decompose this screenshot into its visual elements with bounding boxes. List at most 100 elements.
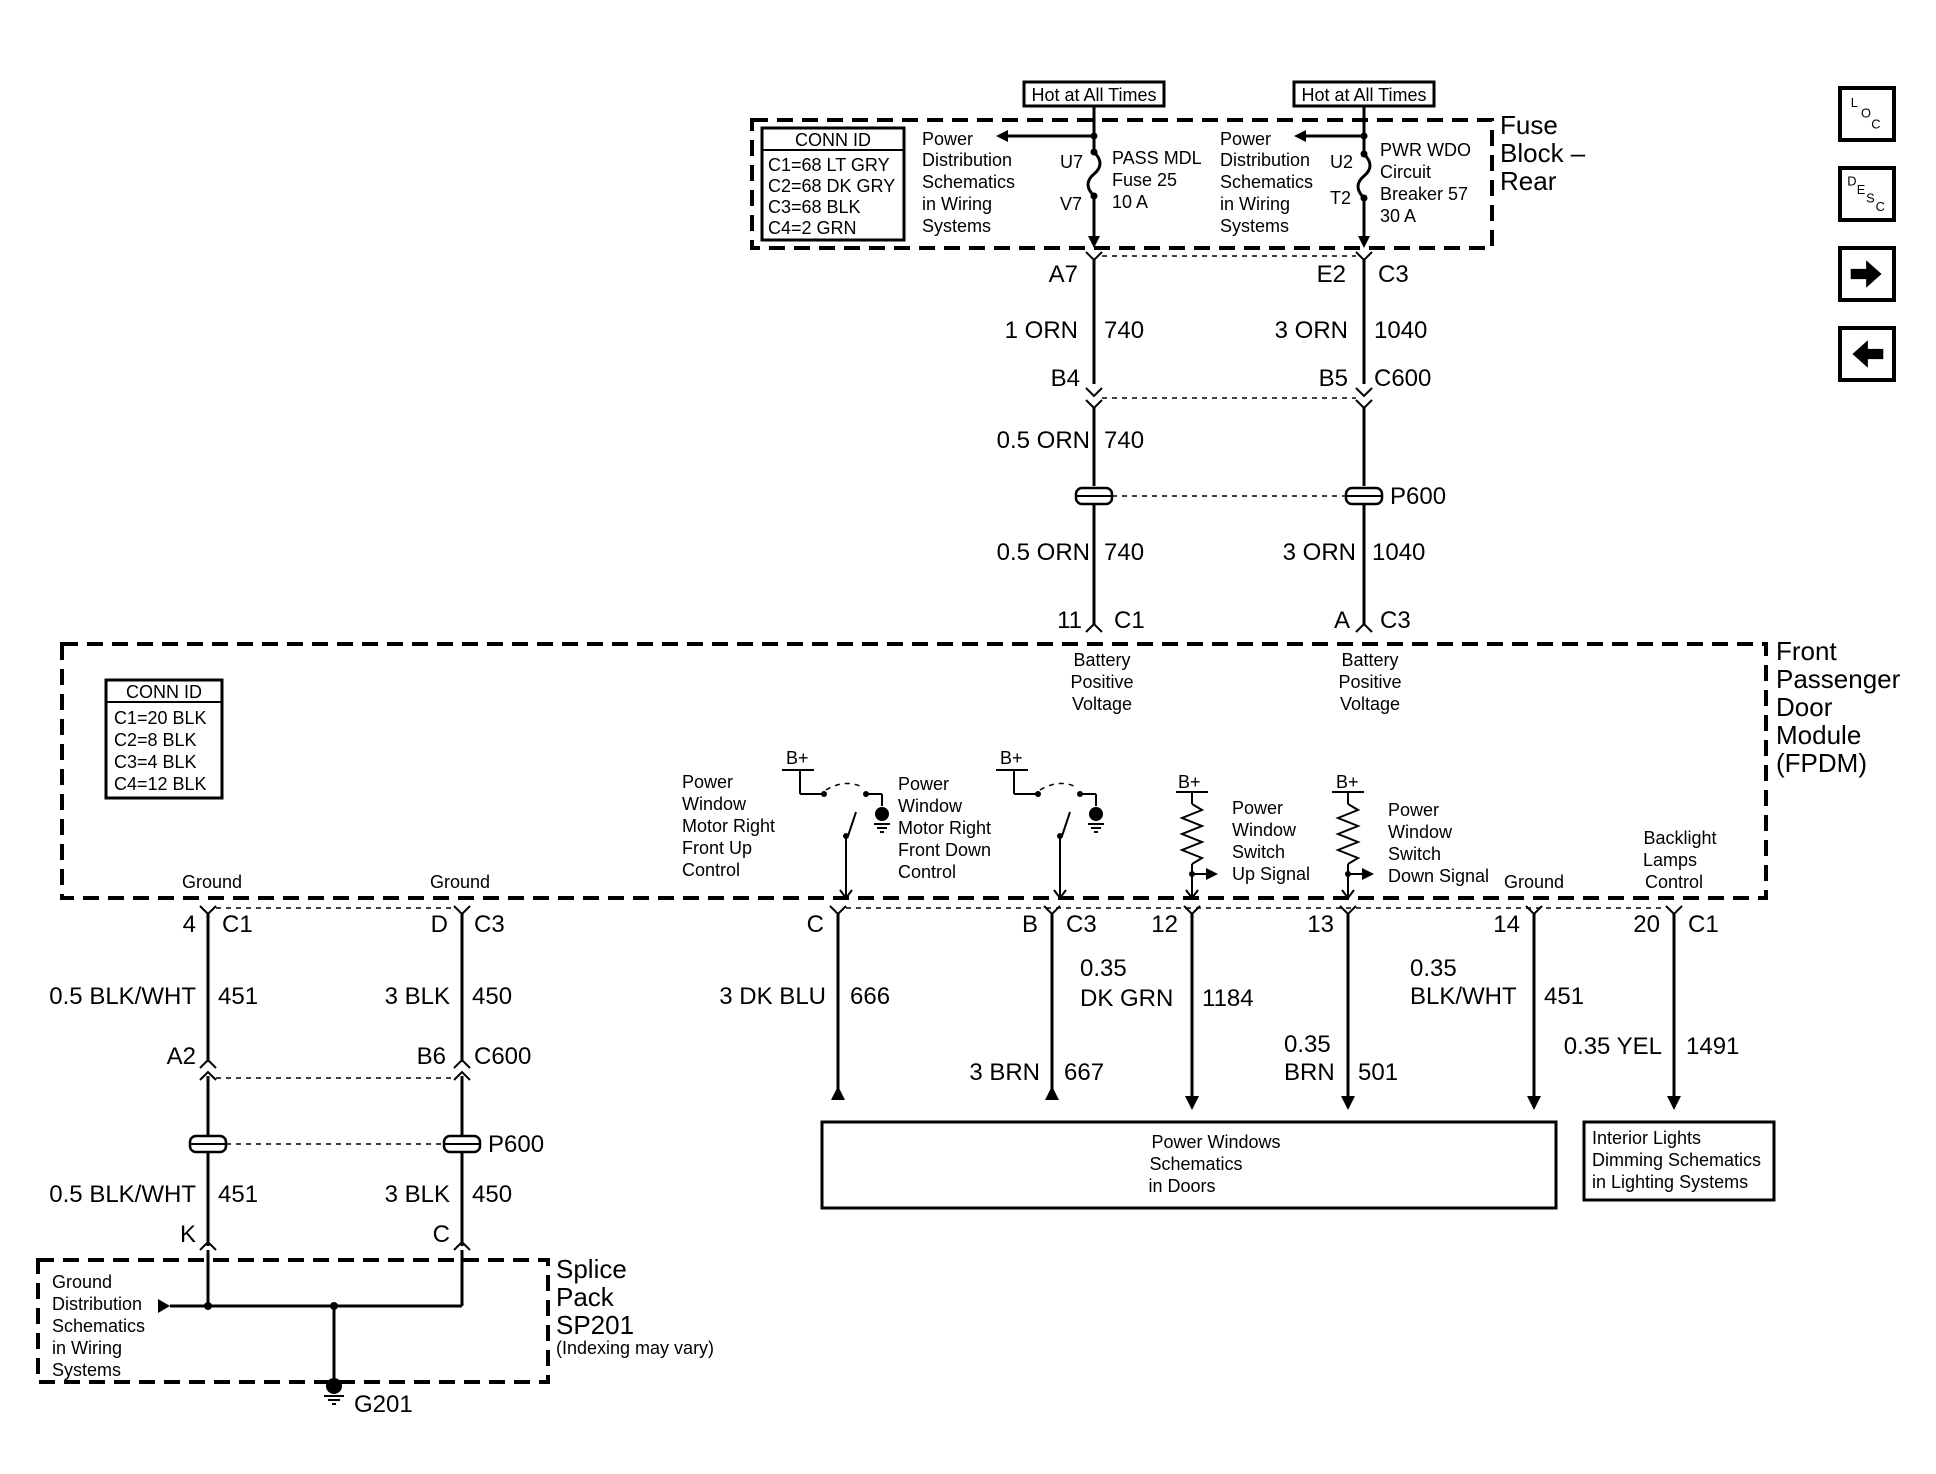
power-dist-right: in Wiring [1220,194,1290,214]
connector-c3: C3 [1380,607,1411,634]
wire-501-size: 0.35 [1284,1031,1331,1058]
wire-451-number: 451 [218,1181,258,1208]
fuse-conn-id-table: CONN ID C1=68 LT GRY C2=68 DK GRY C3=68 … [760,126,906,242]
fuse-conn-id-row: C4=2 GRN [768,218,857,238]
fuse-conn-id-header: CONN ID [795,130,871,150]
fpdm-title: Door [1776,692,1833,722]
motor-up-label: Window [682,794,747,814]
pin-14: 14 [1493,911,1520,938]
wire-1040-size: 3 ORN [1283,539,1356,566]
fpdm-title: Module [1776,720,1861,750]
breaker-desc: Circuit [1380,162,1431,182]
loc-button[interactable]: L O C [1838,86,1896,142]
fuse-block-title-3: Rear [1500,166,1557,196]
down-signal-label: Switch [1388,844,1441,864]
desc-button[interactable]: D E S C [1838,166,1896,222]
splice-pack-note: (Indexing may vary) [556,1338,714,1358]
pin-b6: B6 [417,1043,446,1070]
wire-740-number: 740 [1104,427,1144,454]
power-dist-left: in Wiring [922,194,992,214]
fpdm-title: Passenger [1776,664,1901,694]
desc-letter-e: E [1857,182,1866,197]
wire-501-number: 501 [1358,1059,1398,1086]
interior-lights-box-label: Interior Lights [1592,1128,1701,1148]
motor-down-control-switch: B+ [996,748,1104,900]
power-windows-box-label: in Doors [1148,1176,1215,1196]
wire-667-number: 667 [1064,1059,1104,1086]
wire-450-number: 450 [472,983,512,1010]
fuse-desc: Fuse 25 [1112,170,1177,190]
breaker-desc: 30 A [1380,206,1416,226]
splice-pack-title: Pack [556,1282,615,1312]
bottom-wiring: 4 C1 D C3 C B C3 12 13 14 20 C1 0.5 BLK/… [49,905,1776,1251]
wire-451-size: 0.5 BLK/WHT [49,1181,196,1208]
prev-page-button[interactable] [1838,326,1896,382]
motor-up-label: Power [682,772,733,792]
wire-1040-number: 1040 [1372,539,1425,566]
circuit-breaker-57: U2 T2 PWR WDO Circuit Breaker 57 30 A [1294,106,1471,248]
down-signal-label: Power [1388,800,1439,820]
fuse-block: Fuse Block – Rear CONN ID C1=68 LT GRY C… [750,80,1586,250]
pin-e2: E2 [1317,261,1346,288]
wire-1040-number: 1040 [1374,317,1427,344]
interior-lights-box-label: in Lighting Systems [1592,1172,1748,1192]
motor-down-label: Window [898,796,963,816]
hot-at-all-times-left: Hot at All Times [1031,85,1156,105]
wire-450-number: 450 [472,1181,512,1208]
pin-20: 20 [1633,911,1660,938]
power-dist-right: Distribution [1220,150,1310,170]
loc-letter-o: O [1861,105,1871,120]
wire-740-size: 0.5 ORN [997,427,1090,454]
down-signal-label: Down Signal [1388,866,1489,886]
fpdm-module: Front Passenger Door Module (FPDM) CONN … [60,636,1901,900]
wire-1184-size: 0.35 [1080,955,1127,982]
up-signal-label: Window [1232,820,1297,840]
fuse-conn-id-row: C2=68 DK GRY [768,176,895,196]
fuse-in-pin: U7 [1060,152,1083,172]
pin-13: 13 [1307,911,1334,938]
power-dist-left: Schematics [922,172,1015,192]
interior-lights-box-label: Dimming Schematics [1592,1150,1761,1170]
wire-451-size-right: BLK/WHT [1410,983,1517,1010]
down-signal-label: Window [1388,822,1453,842]
power-dist-right: Systems [1220,216,1289,236]
breaker-out-pin: T2 [1330,188,1351,208]
connector-c600-top: C600 [1374,365,1431,392]
breaker-desc: Breaker 57 [1380,184,1468,204]
wire-451-size: 0.5 BLK/WHT [49,983,196,1010]
power-dist-right: Power [1220,129,1271,149]
splice-p600-bottom-label: P600 [488,1131,544,1158]
wire-666-number: 666 [850,983,890,1010]
battery-positive-left: Positive [1070,672,1133,692]
fuse-conn-id-row: C1=68 LT GRY [768,155,890,175]
wire-1040-size: 3 ORN [1275,317,1348,344]
fuse-desc: PASS MDL [1112,148,1202,168]
connector-c3-left: C3 [474,911,505,938]
next-page-button[interactable] [1838,246,1896,302]
connector-c3-mid: C3 [1066,911,1097,938]
motor-up-label: Motor Right [682,816,775,836]
pin-b5: B5 [1319,365,1348,392]
connector-c1-left: C1 [222,911,253,938]
splice-pack-sp201: Splice Pack SP201 (Indexing may vary) G2… [36,1250,714,1418]
backlight-label: Lamps [1643,850,1697,870]
pin-c-splice: C [433,1221,450,1248]
pin-b4: B4 [1051,365,1080,392]
desc-letter-c: C [1876,199,1885,214]
power-dist-left: Power [922,129,973,149]
b-plus-label: B+ [786,748,809,768]
battery-positive-left: Battery [1073,650,1130,670]
wire-1184-number: 1184 [1202,985,1254,1012]
motor-up-label: Front Up [682,838,752,858]
ground-distribution-label: Ground [52,1272,112,1292]
wire-450-size: 3 BLK [385,983,450,1010]
fpdm-conn-id-row: C4=12 BLK [114,774,207,794]
wire-740-size: 1 ORN [1005,317,1078,344]
fuse-desc: 10 A [1112,192,1148,212]
connector-c600-bottom: C600 [474,1043,531,1070]
b-plus-label: B+ [1336,772,1359,792]
up-signal-label: Up Signal [1232,864,1310,884]
power-windows-box-label: Schematics [1149,1154,1242,1174]
pin-12: 12 [1151,911,1178,938]
wire-740-number: 740 [1104,539,1144,566]
